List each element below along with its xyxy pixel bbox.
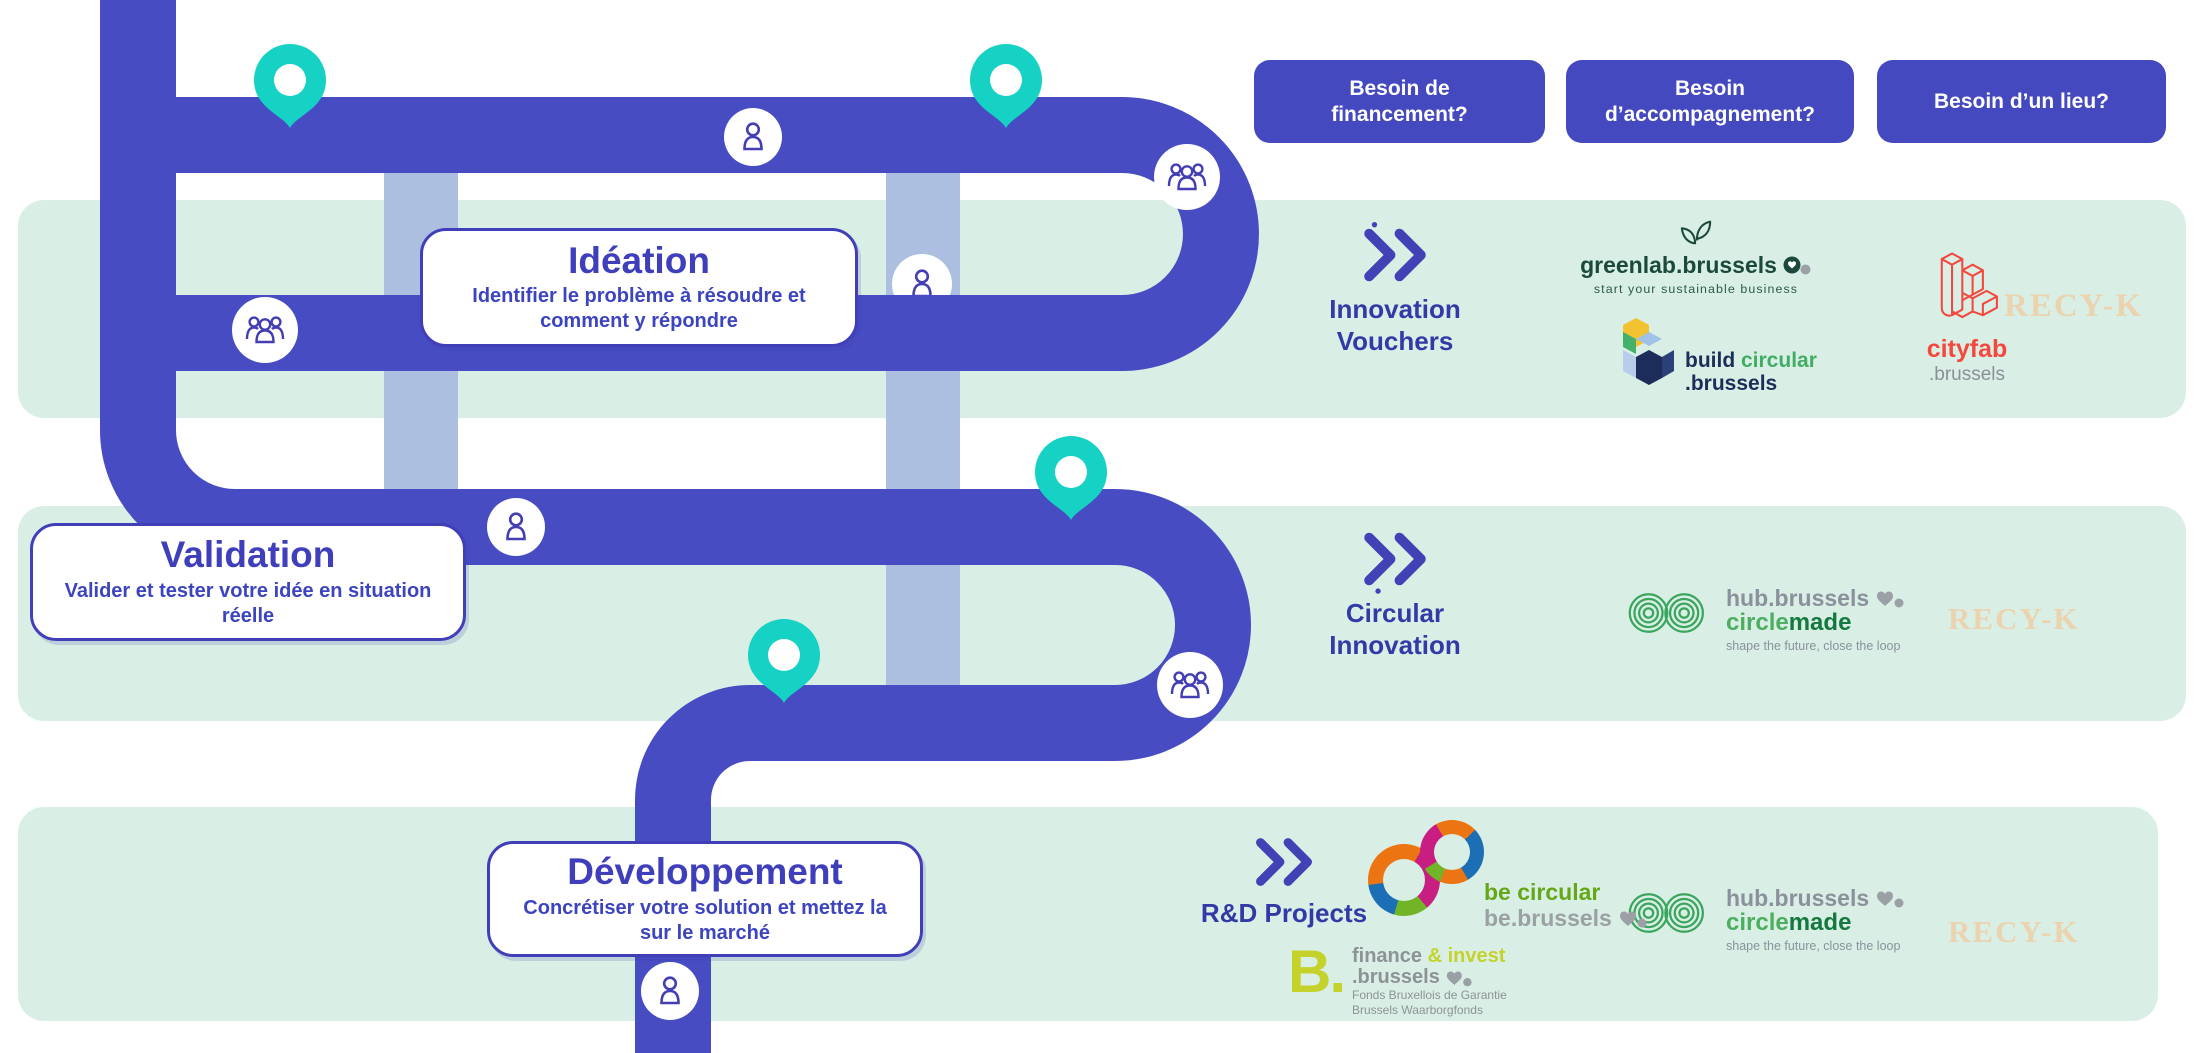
greenlab-part2: lab bbox=[1642, 252, 1676, 278]
build-suffix: .brussels bbox=[1685, 371, 1778, 395]
hub-brussels-wordmark: hub.brussels bbox=[1726, 886, 1905, 910]
program-circular-innovation: Circular Innovation bbox=[1290, 530, 1500, 662]
infinity-icon bbox=[1628, 593, 1704, 633]
build-circular-logo: build circular .brussels bbox=[1622, 316, 1817, 395]
stage-description: Valider et tester votre idée en situatio… bbox=[64, 579, 432, 627]
greenlab-suffix: .brussels bbox=[1675, 252, 1777, 278]
finance-invest-b-icon: B. bbox=[1288, 938, 1346, 1005]
stage-title: Validation bbox=[160, 534, 336, 576]
greenlab-tagline: start your sustainable business bbox=[1593, 282, 1799, 296]
finance-invest-wordmark: finance & invest bbox=[1352, 946, 1507, 967]
finance-tagline-nl: Brussels Waarborgfonds bbox=[1352, 1003, 1483, 1017]
heart-icon bbox=[1877, 891, 1904, 908]
cityfab-wordmark: cityfab bbox=[1926, 335, 2008, 363]
cityfab-suffix: .brussels bbox=[1928, 364, 2006, 385]
circular-word: circular bbox=[1741, 349, 1817, 372]
recy-k-logo: RECY-K bbox=[1948, 914, 2080, 949]
greenlab-part1: green bbox=[1580, 252, 1643, 278]
build-word: build bbox=[1685, 349, 1741, 372]
be-circular-logo: be circular be.brussels bbox=[1368, 820, 1648, 932]
be-circular-infinity-icon bbox=[1368, 820, 1484, 916]
hub-circlemade-logo: hub.brussels circlemade shape the future… bbox=[1626, 886, 1905, 953]
journey-road-path bbox=[100, 0, 1251, 1053]
hub-name: hub.brussels bbox=[1726, 885, 1870, 911]
band-row-developpement bbox=[18, 807, 2158, 1021]
be-circular-wordmark: be circular bbox=[1484, 879, 1601, 905]
people-icon bbox=[1154, 144, 1220, 210]
circlemade-wordmark: circlemade bbox=[1726, 910, 1905, 935]
finance-invest-suffix-row: .brussels bbox=[1352, 967, 1507, 988]
program-label: Innovation Vouchers bbox=[1329, 294, 1461, 356]
double-chevron-icon bbox=[1364, 532, 1426, 594]
map-pin-icon bbox=[748, 619, 820, 703]
program-label: Circular Innovation bbox=[1329, 598, 1461, 660]
circle-word: circle bbox=[1726, 909, 1789, 937]
be-brussels-text: be.brussels bbox=[1484, 904, 1612, 931]
heart-icon bbox=[1446, 970, 1472, 986]
need-location-button[interactable]: Besoin d’un lieu? bbox=[1877, 60, 2166, 143]
stage-description: Concrétiser votre solution et mettez la … bbox=[523, 896, 887, 944]
finance-word: finance bbox=[1352, 945, 1428, 967]
circlemade-tagline: shape the future, close the loop bbox=[1726, 639, 1901, 654]
made-word: made bbox=[1788, 909, 1852, 937]
heart-icon bbox=[1619, 911, 1647, 928]
program-innovation-vouchers: Innovation Vouchers bbox=[1295, 222, 1495, 358]
stage-box-ideation: Idéation Identifier le problème à résoud… bbox=[420, 228, 858, 347]
be-brussels-wordmark: be.brussels bbox=[1484, 904, 1648, 932]
circlemade-tagline: shape the future, close the loop bbox=[1726, 939, 1901, 954]
map-pin-icon bbox=[1035, 436, 1107, 520]
circle-word: circle bbox=[1726, 609, 1789, 637]
people-icon bbox=[232, 297, 298, 363]
road-connector bbox=[886, 150, 960, 723]
heart-icon bbox=[1783, 256, 1811, 274]
finance-tagline-fr: Fonds Bruxellois de Garantie bbox=[1352, 988, 1507, 1002]
hub-brussels-wordmark: hub.brussels bbox=[1726, 586, 1905, 610]
double-chevron-icon bbox=[1256, 838, 1312, 886]
program-label: R&D Projects bbox=[1200, 898, 1368, 928]
recy-k-logo: RECY-K bbox=[1948, 601, 2080, 636]
heart-icon bbox=[1877, 591, 1904, 608]
recy-k-logo: RECY-K bbox=[2004, 288, 2144, 324]
stage-description: Identifier le problème à résoudre et com… bbox=[472, 285, 806, 333]
program-rd-projects: R&D Projects bbox=[1174, 836, 1394, 930]
need-support-button[interactable]: Besoin d’accompagnement? bbox=[1566, 60, 1854, 143]
double-chevron-icon bbox=[1364, 222, 1426, 282]
made-word: made bbox=[1788, 609, 1852, 637]
people-icon bbox=[1157, 652, 1223, 718]
build-circular-b-icon bbox=[1623, 318, 1674, 385]
cityfab-blocks-icon bbox=[1940, 252, 1998, 319]
person-icon bbox=[724, 108, 782, 166]
journey-road-path bbox=[138, 97, 1259, 371]
stage-box-developpement: Développement Concrétiser votre solution… bbox=[487, 841, 923, 957]
map-pin-icon bbox=[970, 44, 1042, 128]
map-pin-icon bbox=[254, 44, 326, 128]
stage-title: Idéation bbox=[568, 239, 710, 281]
finance-suffix: .brussels bbox=[1352, 966, 1440, 988]
stage-box-validation: Validation Valider et tester votre idée … bbox=[30, 523, 466, 641]
leaf-icon bbox=[1680, 220, 1712, 245]
circlemade-wordmark: circlemade bbox=[1726, 610, 1905, 635]
need-financing-button[interactable]: Besoin de financement? bbox=[1254, 60, 1545, 143]
stage-title: Développement bbox=[567, 851, 843, 893]
cityfab-logo: cityfab .brussels bbox=[1912, 246, 2022, 386]
person-icon bbox=[641, 962, 699, 1020]
hub-circlemade-logo: hub.brussels circlemade shape the future… bbox=[1626, 586, 1905, 653]
finance-invest-logo: B. finance & invest .brussels Fonds Brux… bbox=[1288, 938, 1507, 1018]
build-circular-wordmark: build circular .brussels bbox=[1685, 316, 1817, 395]
person-icon bbox=[487, 498, 545, 556]
invest-word: & invest bbox=[1427, 945, 1506, 967]
hub-name: hub.brussels bbox=[1726, 585, 1870, 611]
